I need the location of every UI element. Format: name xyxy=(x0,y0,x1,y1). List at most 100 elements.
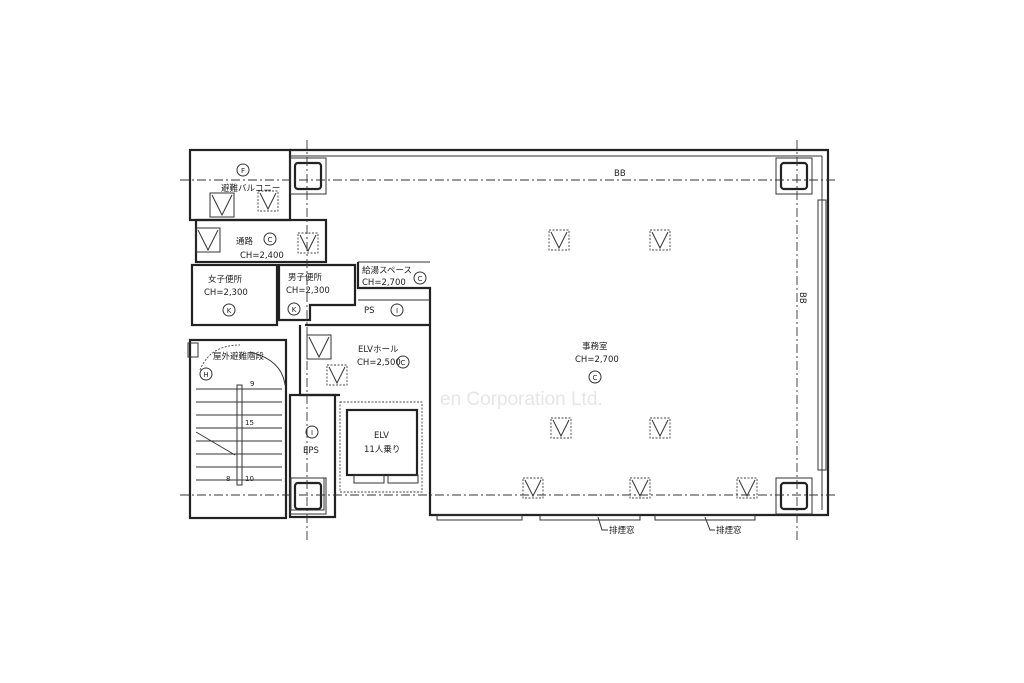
womens-toilet-ch: CH=2,300 xyxy=(204,288,248,298)
light-fixture-icon xyxy=(550,417,572,439)
light-fixture-icon xyxy=(195,227,221,253)
light-fixture-mark xyxy=(738,479,756,498)
light-fixture-mark xyxy=(299,234,317,253)
elevator-car xyxy=(345,408,419,477)
ps-label: PS xyxy=(364,306,375,316)
stair-wall xyxy=(188,338,288,520)
light-fixture-icon xyxy=(257,190,279,212)
finish-code-icon xyxy=(413,271,427,285)
finish-code-icon xyxy=(588,370,602,384)
kitchenette-wall xyxy=(305,262,432,327)
light-fixture-icon xyxy=(209,192,235,218)
elevator-label: ELV xyxy=(374,431,389,441)
light-fixture-mark xyxy=(308,336,330,359)
column-core xyxy=(293,481,323,511)
elevator-sill xyxy=(353,474,385,484)
light-fixture-mark xyxy=(651,419,669,438)
column xyxy=(289,477,327,515)
stair-number: 9 xyxy=(250,380,254,388)
grid-label: BB xyxy=(614,169,626,179)
light-fixture-mark xyxy=(328,366,346,385)
office-wall xyxy=(290,148,830,517)
light-fixture-mark xyxy=(651,231,669,250)
office-label: 事務室 xyxy=(582,341,608,352)
light-fixture-icon xyxy=(548,229,570,251)
light-fixture-icon xyxy=(629,477,651,499)
finish-code: K xyxy=(227,307,232,315)
eps-wall xyxy=(288,393,337,519)
finish-code-icon xyxy=(263,232,277,246)
window-strip xyxy=(817,199,827,471)
finish-code: K xyxy=(292,306,297,314)
leader-lines xyxy=(597,516,715,531)
office-ch: CH=2,700 xyxy=(575,355,619,365)
smoke-window-label: 排煙窓 xyxy=(716,525,742,536)
finish-code: C xyxy=(401,359,406,367)
column xyxy=(289,157,327,195)
finish-codes: F C K K C I C H I C xyxy=(199,163,602,439)
corridor-label: 通路 xyxy=(236,236,254,247)
column-core xyxy=(779,161,809,191)
columns xyxy=(289,157,813,515)
grid-label: BB xyxy=(797,292,807,304)
kitchenette-ch: CH=2,700 xyxy=(362,278,406,288)
finish-code-icon xyxy=(390,303,404,317)
light-fixture-icon xyxy=(522,477,544,499)
light-fixture-mark xyxy=(552,419,570,438)
light-fixture-mark xyxy=(211,194,233,217)
finish-code-icon xyxy=(396,355,410,369)
light-fixture-icon xyxy=(736,477,758,499)
stair-number: 8 xyxy=(226,475,230,483)
smoke-window xyxy=(436,514,523,521)
finish-code: C xyxy=(268,236,273,244)
corridor-ch: CH=2,400 xyxy=(240,251,284,261)
finish-code: I xyxy=(396,307,398,315)
light-fixture-icon xyxy=(649,417,671,439)
door-swing xyxy=(249,351,286,386)
eps-label: EPS xyxy=(303,446,319,456)
stairs-label: 屋外避難階段 xyxy=(213,351,265,362)
stair-treads xyxy=(196,388,282,481)
mens-toilet-wall xyxy=(277,263,357,322)
column-core xyxy=(293,161,323,191)
light-fixture-icon xyxy=(326,364,348,386)
light-fixture-icon xyxy=(649,229,671,251)
light-fixture-mark xyxy=(550,231,568,250)
finish-code-icon xyxy=(199,367,213,381)
finish-code-icon xyxy=(287,302,301,316)
light-fixtures xyxy=(195,190,758,499)
elevator-sill xyxy=(387,474,419,484)
finish-code-icon xyxy=(305,425,319,439)
light-fixture-icon xyxy=(306,334,332,360)
finish-code: C xyxy=(593,374,598,382)
mens-toilet-ch: CH=2,300 xyxy=(286,286,330,296)
light-fixture-mark xyxy=(259,192,277,211)
smoke-window-label: 排煙窓 xyxy=(609,525,635,536)
balcony-label: 避難バルコニー xyxy=(221,183,280,194)
stair-number: 15 xyxy=(245,419,254,427)
finish-code: I xyxy=(311,429,313,437)
stair-number: 10 xyxy=(245,475,254,483)
column xyxy=(775,157,813,195)
finish-code-icon xyxy=(236,163,250,177)
finish-code: C xyxy=(418,275,423,283)
kitchenette-label: 給湯スペース xyxy=(362,265,412,276)
elv-hall-ch: CH=2,500 xyxy=(357,358,401,368)
column xyxy=(775,477,813,515)
finish-code: H xyxy=(203,371,208,379)
door-swing xyxy=(199,344,241,371)
stair-handrail xyxy=(236,384,243,486)
finish-code: F xyxy=(241,167,245,175)
finish-code-icon xyxy=(222,303,236,317)
womens-toilet-label: 女子便所 xyxy=(208,274,243,285)
watermark: en Corporation Ltd. xyxy=(440,389,603,410)
light-fixture-mark xyxy=(197,229,219,252)
light-fixture-mark xyxy=(631,479,649,498)
stair-cut-line xyxy=(195,431,236,456)
column-core xyxy=(779,481,809,511)
light-fixture-icon xyxy=(297,232,319,254)
smoke-window xyxy=(654,514,756,521)
mens-toilet-label: 男子便所 xyxy=(288,272,323,283)
womens-toilet-wall xyxy=(190,263,279,327)
